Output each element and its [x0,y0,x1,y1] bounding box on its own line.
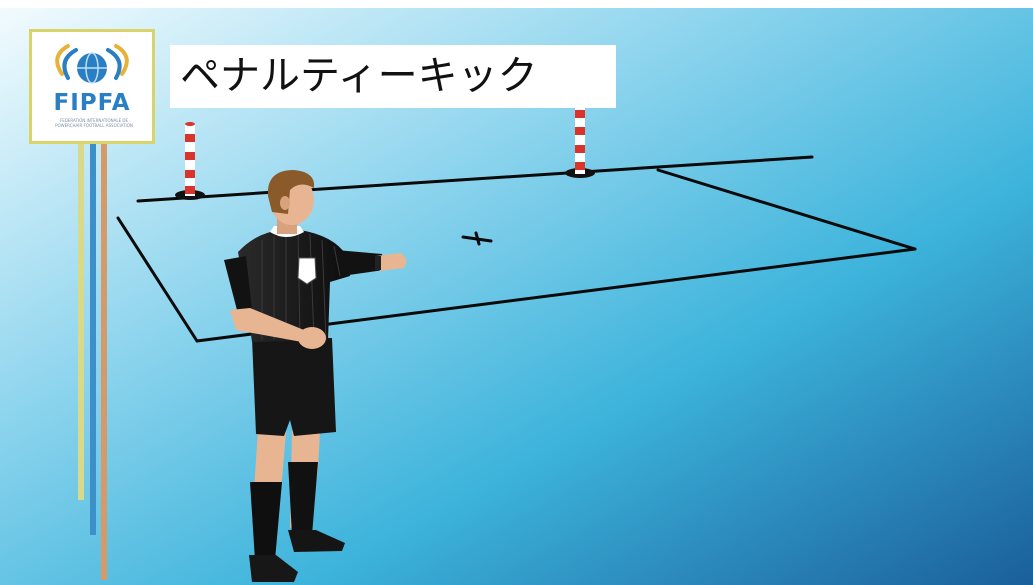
fipfa-logo: FIPFA FEDERATION INTERNATIONALE DE POWER… [29,29,155,144]
logo-fine-print: FEDERATION INTERNATIONALE DE POWERCHAIR … [46,118,142,128]
globe-emblem-icon [32,34,152,94]
slide-title: ペナルティーキック [180,53,538,99]
title-box: ペナルティーキック [170,45,616,108]
logo-wordmark: FIPFA [32,90,152,116]
